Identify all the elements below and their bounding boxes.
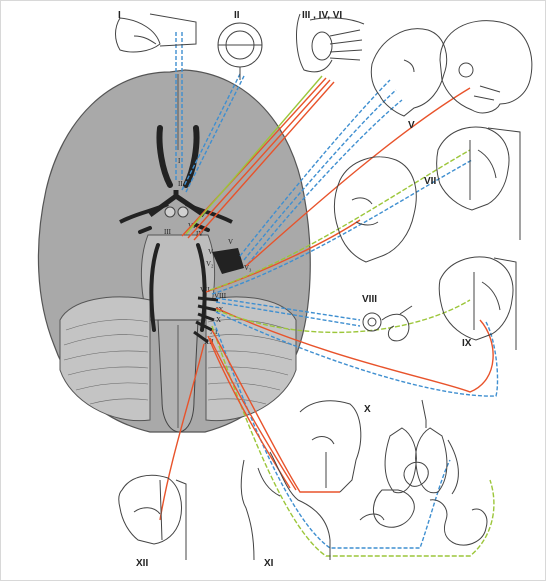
lung-left	[384, 427, 417, 494]
path-vagus-motor	[211, 329, 340, 493]
brain-label-v1: V₁	[208, 248, 216, 256]
face-sketch	[333, 156, 417, 263]
stomach	[373, 489, 415, 528]
trigeminal-ganglion	[212, 248, 244, 274]
heart	[403, 461, 429, 487]
brain-inferior-view	[37, 69, 311, 433]
targets	[115, 13, 533, 561]
nose-sketch	[115, 13, 197, 53]
path-oculomotor	[181, 77, 335, 241]
path-vagus-para	[211, 325, 495, 557]
label-nerve-viii: VIII	[362, 294, 377, 305]
neck-shoulder-sketch	[240, 451, 331, 561]
optic-tracts	[119, 202, 233, 224]
skull-sketch	[439, 20, 533, 114]
orbit-sketch	[296, 13, 365, 73]
path-hypoglossal	[159, 343, 205, 521]
brain-label-v3: V₃	[244, 264, 252, 272]
lower-nerve-cluster	[193, 296, 219, 344]
label-nerve-v: V	[408, 120, 415, 131]
brain-label-xi: XI	[210, 328, 218, 336]
path-vestibulocochlear	[215, 297, 361, 327]
cerebellum-folia	[63, 319, 293, 405]
brain-label-i: I	[178, 157, 181, 165]
path-facial-para	[209, 149, 471, 291]
inner-ear-sketch	[362, 305, 413, 342]
intestine	[429, 499, 488, 546]
olfactory-tract-left	[156, 125, 173, 188]
label-nerve-vii: VII	[424, 176, 436, 187]
mouth-section-ix-sketch	[438, 256, 517, 350]
label-nerve-xii: XII	[136, 558, 148, 569]
nerve-pathways	[159, 30, 499, 557]
label-nerve-i: I	[118, 10, 121, 21]
brain-label-viii: VIII	[214, 292, 227, 300]
nerve-label-group: I II III , IV, VI V VII VIII IX X XI XII	[118, 10, 472, 569]
lung-far-right	[447, 439, 459, 495]
path-facial-sensory	[211, 159, 473, 295]
brain-label-ii: II	[178, 180, 183, 188]
brain-label-xii: XII	[204, 338, 214, 346]
label-nerve-xi: XI	[264, 558, 274, 569]
throat-section-x-sketch	[299, 400, 362, 493]
spleen	[359, 513, 385, 521]
label-nerve-iii-iv-vi: III , IV, VI	[302, 10, 342, 21]
mammillary-body-right	[177, 206, 189, 218]
path-facial-motor	[205, 219, 361, 293]
thoracic-organs-sketch	[359, 399, 488, 546]
eye-sketch	[217, 22, 263, 80]
brain-label-x: X	[216, 316, 221, 324]
brain-label-iii: III	[164, 228, 172, 236]
label-nerve-ix: IX	[462, 338, 472, 349]
lung-right	[415, 427, 448, 494]
brain-label-vii: VII	[200, 286, 210, 294]
label-nerve-x: X	[364, 404, 371, 415]
path-glosso-sensory	[215, 311, 499, 397]
brain-label-v: V	[228, 238, 233, 246]
path-optic	[181, 73, 245, 193]
olfactory-tract-right	[183, 125, 200, 188]
mammillary-body-left	[164, 206, 176, 218]
path-olfactory	[175, 30, 183, 180]
head-profile-sketch	[370, 28, 448, 117]
path-oculomotor-para	[185, 75, 323, 235]
brain-label-v2: V₂	[206, 260, 214, 268]
path-trigeminal-motor	[245, 87, 471, 267]
label-nerve-ii: II	[234, 10, 240, 21]
path-glosso-motor	[215, 307, 494, 393]
path-vagus-sensory	[213, 321, 451, 549]
path-glosso-para	[215, 299, 471, 334]
tongue-section-xii-sketch	[118, 474, 187, 560]
mouth-section-vii-sketch	[436, 126, 521, 240]
